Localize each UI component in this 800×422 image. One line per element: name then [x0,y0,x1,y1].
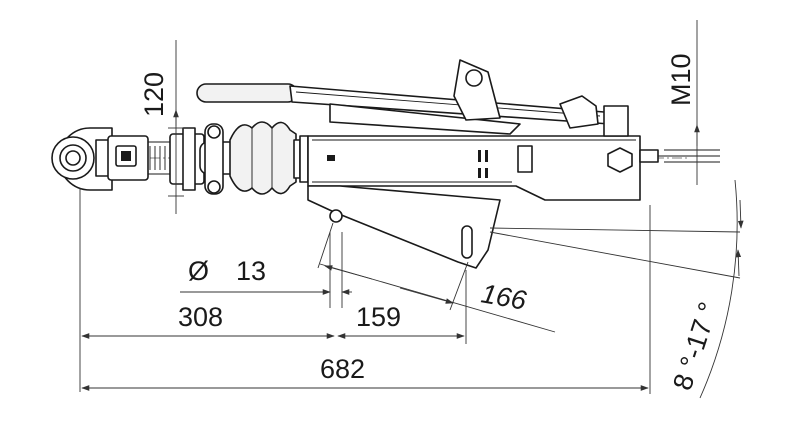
dimension-682: 682 [81,205,651,394]
overall-length-label: 682 [320,354,365,384]
mounting-plate [307,185,501,269]
thread-label: M10 [666,53,696,106]
dimension-height: 120 [139,40,184,214]
hole-to-mount-label: 159 [356,302,401,332]
dimension-308: 308 [79,188,335,392]
handbrake-lever [196,59,629,137]
dimension-thread: M10 [666,20,700,185]
dimension-159: 159 [337,270,467,344]
flange [293,135,309,183]
slant-length-label: 166 [479,278,530,316]
coupling-head [51,127,172,191]
dimension-hole-diameter: Ø 13 [180,232,352,308]
dimension-166: 166 [317,222,556,333]
rubber-bellows [229,121,297,195]
diameter-symbol: Ø [188,256,209,286]
diameter-value: 13 [236,256,266,286]
length-to-hole-label: 308 [178,302,223,332]
height-label: 120 [139,72,169,117]
damper-shaft [169,123,241,195]
angle-label: 8 °-17 ° [667,298,724,393]
